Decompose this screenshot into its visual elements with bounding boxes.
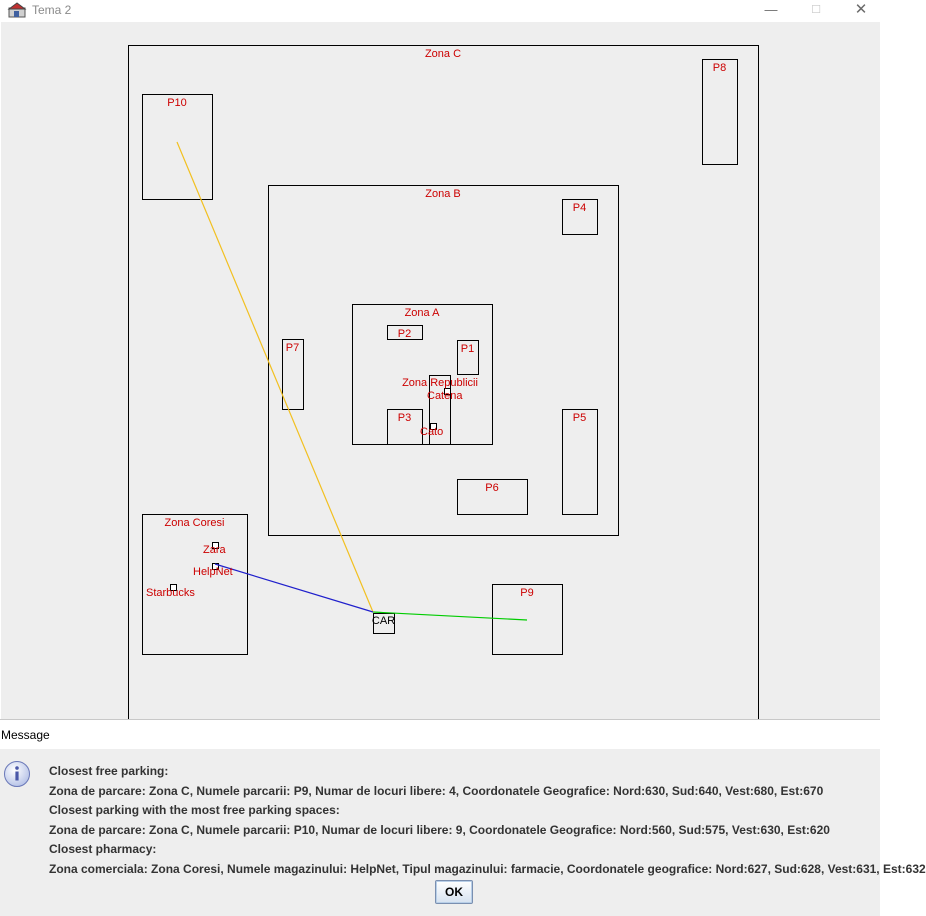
close-button[interactable]: ✕: [854, 1, 868, 18]
parking-p7-label: P7: [286, 342, 299, 354]
java-app-icon: [7, 2, 27, 18]
zona-c-label: Zona C: [425, 48, 461, 60]
zona-coresi-rect: [142, 514, 248, 655]
parking-p10-rect: [142, 94, 213, 200]
parking-p8-rect: [702, 59, 738, 165]
shop-helpnet-marker: [212, 563, 219, 570]
car-rect: [373, 613, 395, 634]
parking-p6-rect: [457, 479, 528, 515]
shop-starbucks-marker: [170, 584, 177, 591]
dialog-message: Closest free parking: Zona de parcare: Z…: [49, 762, 926, 879]
zona-republicii-rect: [429, 375, 451, 445]
map-drawing: Zona C Zona B Zona A Zona Coresi Zona Republ…: [128, 45, 759, 746]
minimize-button[interactable]: —: [764, 2, 778, 17]
parking-p7-rect: [282, 339, 304, 410]
zona-b-label: Zona B: [425, 188, 460, 200]
shop-cato-marker: [430, 423, 437, 430]
dialog-title: Message: [1, 728, 50, 742]
zona-republicii-label: Zona Republicii: [402, 377, 478, 389]
message-line: Zona de parcare: Zona C, Numele parcarii…: [49, 822, 830, 837]
window-titlebar: Tema 2 — ☐ ✕: [0, 0, 880, 22]
shop-catena-marker: [444, 388, 451, 395]
shop-starbucks-label: Starbucks: [146, 587, 195, 599]
parking-p5-rect: [562, 409, 598, 515]
zona-b-rect: [268, 185, 619, 536]
message-line: Zona de parcare: Zona C, Numele parcarii…: [49, 783, 824, 798]
closest-parking-line: [372, 611, 528, 621]
car-label: CAR: [372, 615, 395, 627]
parking-p2-label: P2: [398, 328, 411, 340]
zona-coresi-label: Zona Coresi: [165, 517, 225, 529]
shop-catena-label: Catena: [427, 390, 463, 402]
parking-p8-label: P8: [713, 62, 726, 74]
parking-p6-label: P6: [485, 482, 498, 494]
shop-zara-label: Zara: [203, 544, 227, 556]
shop-helpnet-label: HelpNet: [193, 566, 233, 578]
ok-button[interactable]: OK: [435, 880, 473, 904]
message-line: Closest parking with the most free parki…: [49, 803, 340, 817]
map-canvas: Zona C Zona B Zona A Zona Coresi Zona Republ…: [1, 22, 880, 746]
parking-p1-label: P1: [461, 343, 474, 355]
parking-p9-rect: [492, 584, 563, 655]
parking-p5-label: P5: [573, 412, 586, 424]
parking-p10-label: P10: [167, 97, 187, 109]
closest-pharmacy-line: [214, 563, 374, 613]
maximize-button[interactable]: ☐: [811, 4, 821, 16]
message-dialog: Message Closest free parking: Zona de pa…: [0, 719, 926, 916]
parking-p4-label: P4: [573, 202, 586, 214]
message-line: Closest free parking:: [49, 764, 169, 778]
zona-a-label: Zona A: [405, 307, 441, 319]
parking-p1-rect: [457, 340, 479, 375]
window-title: Tema 2: [32, 3, 72, 17]
message-line: Zona comerciala: Zona Coresi, Numele mag…: [49, 861, 926, 876]
parking-p4-rect: [562, 199, 598, 235]
message-line: Closest pharmacy:: [49, 842, 157, 856]
dialog-titlebar: Message: [0, 720, 880, 749]
parking-p3-rect: [387, 409, 423, 445]
shop-zara-marker: [212, 542, 219, 549]
shop-cato-label: Cato: [420, 426, 443, 438]
parking-p9-label: P9: [520, 587, 533, 599]
parking-p3-label: P3: [398, 412, 411, 424]
parking-p2-rect: [387, 325, 423, 340]
info-icon: [4, 761, 30, 787]
most-free-parking-line: [176, 141, 374, 613]
